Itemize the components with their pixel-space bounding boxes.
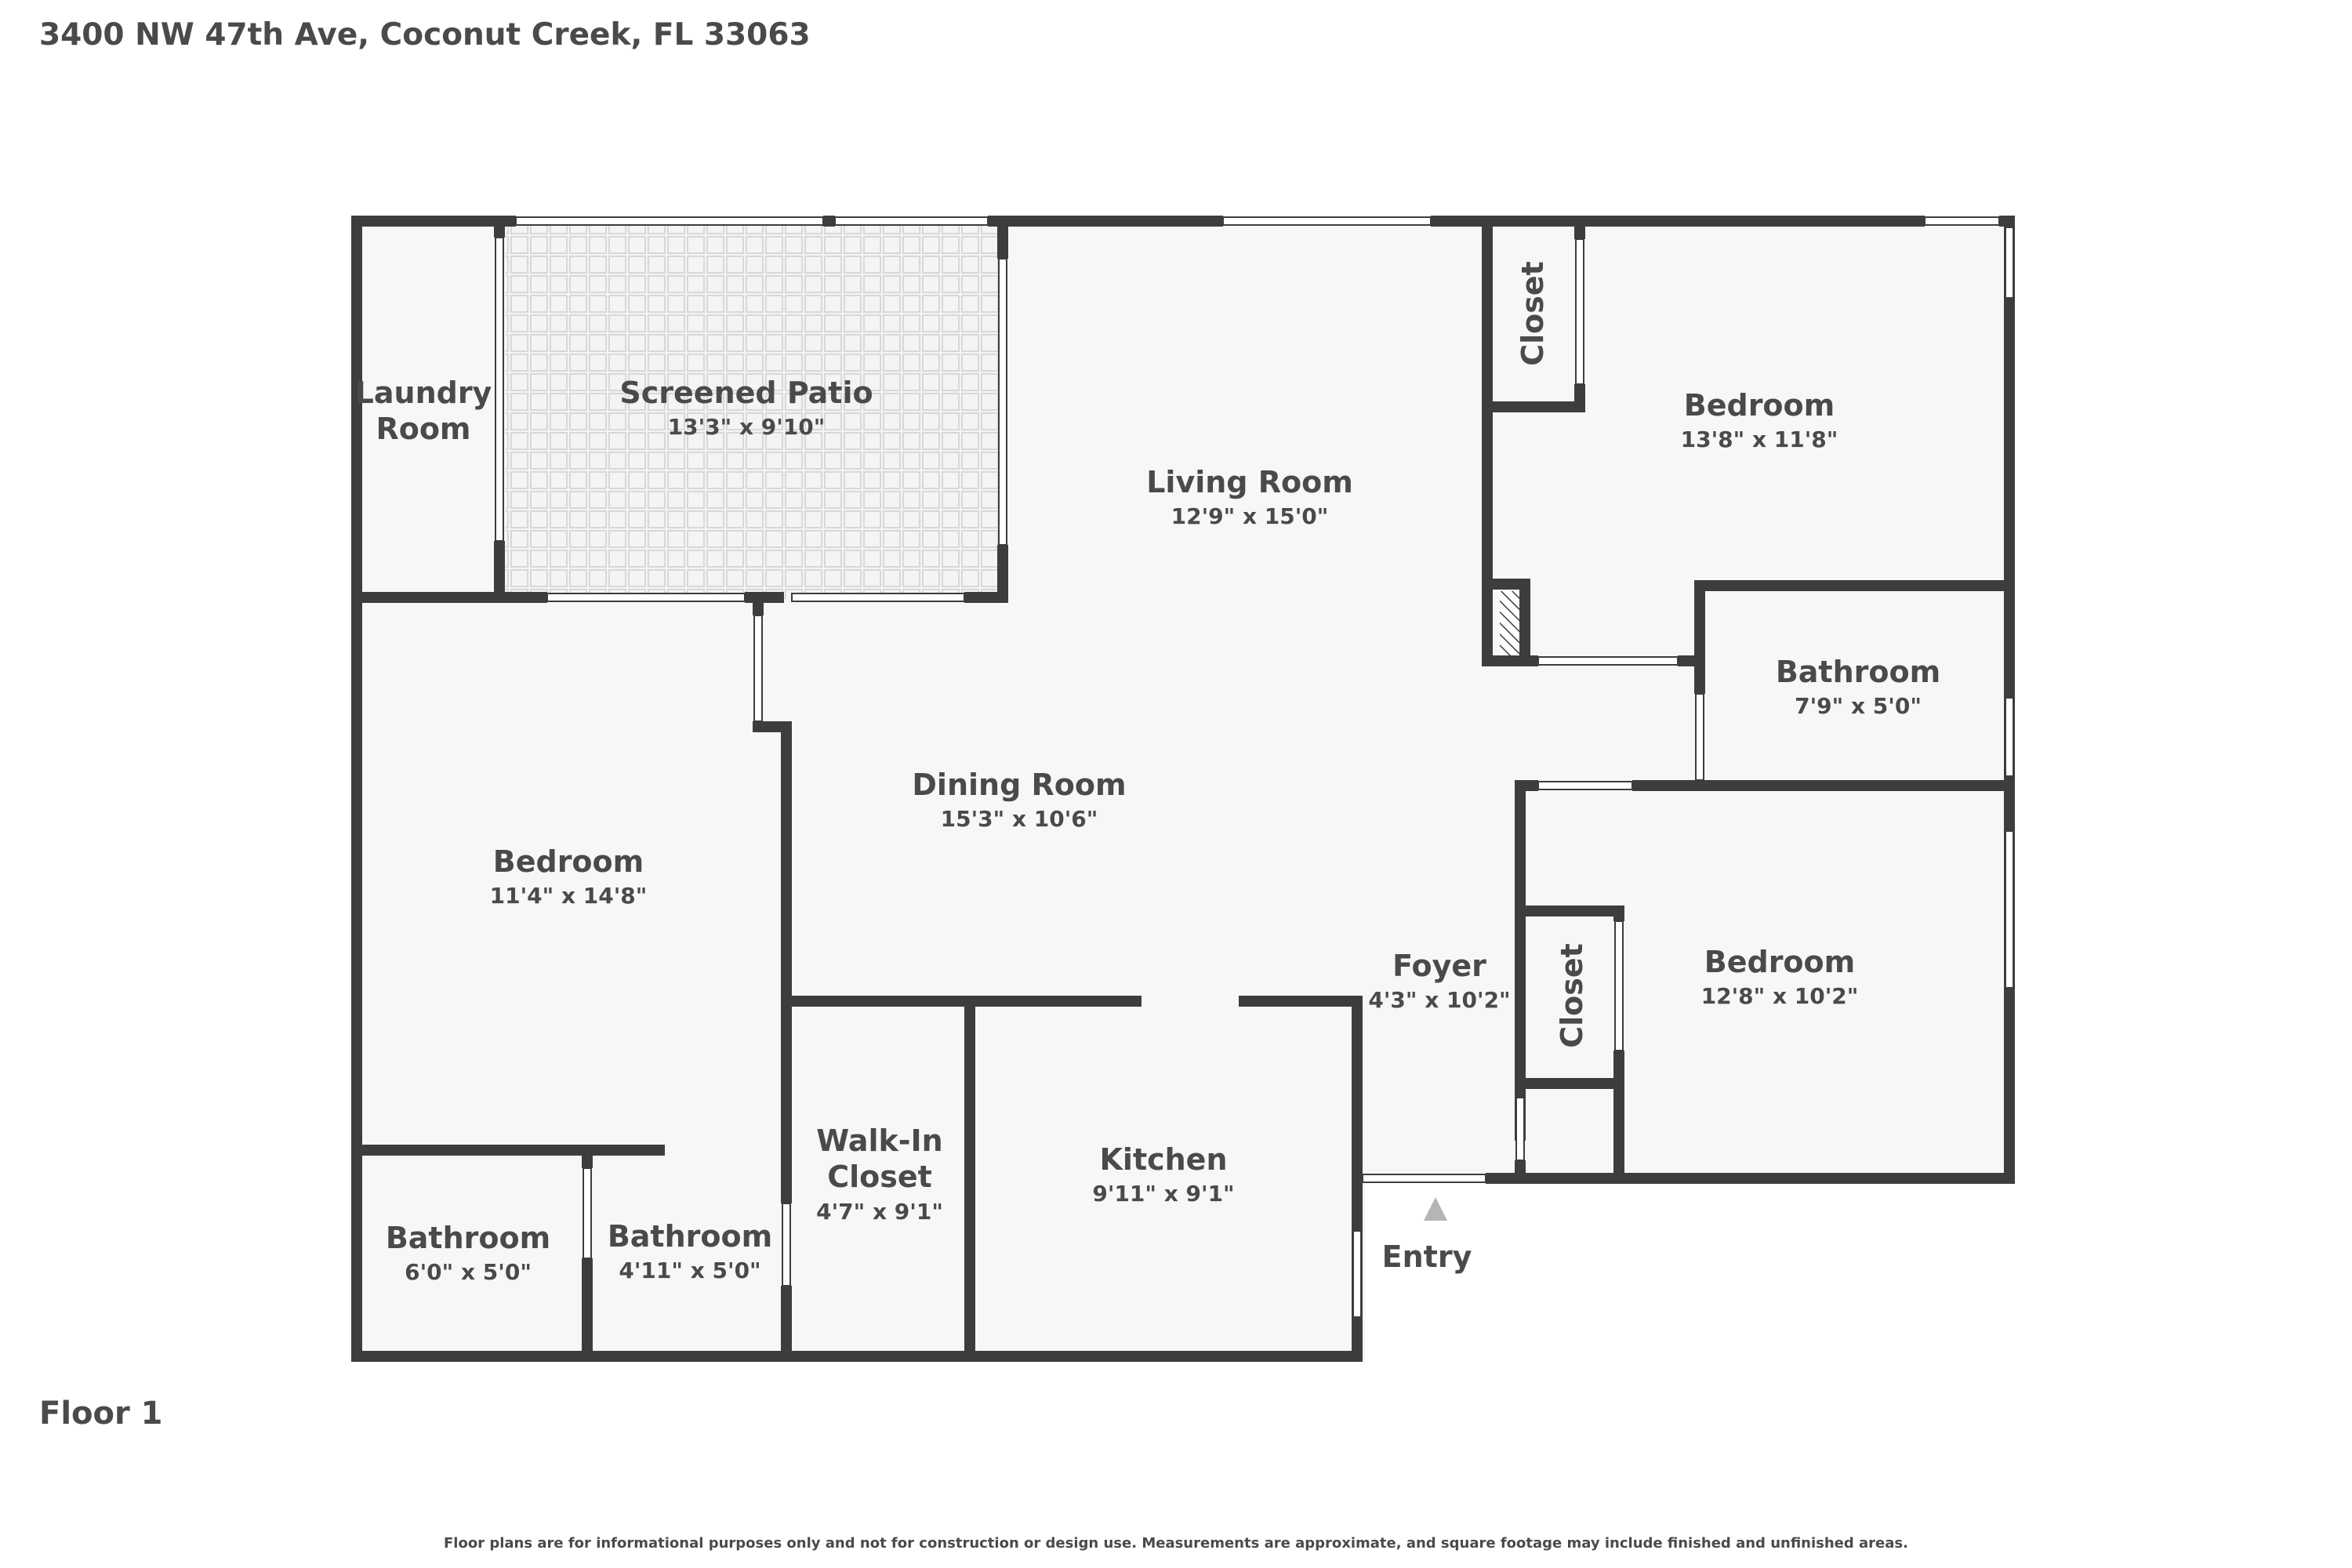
closet-top-label: Closet	[1515, 261, 1550, 366]
kitchen-dims: 9'11" x 9'1"	[1092, 1181, 1234, 1207]
walk-in-closet-label-1: Walk-In	[816, 1123, 942, 1158]
living-room-label: Living Room	[1146, 465, 1353, 499]
dining-room-dims: 15'3" x 10'6"	[941, 806, 1098, 832]
bathroom-bl2-dims: 4'11" x 5'0"	[619, 1258, 760, 1283]
bedroom-left-label: Bedroom	[493, 844, 644, 879]
kitchen-label: Kitchen	[1099, 1142, 1227, 1177]
entry-label: Entry	[1382, 1240, 1472, 1274]
bedroom-bottom-right-label: Bedroom	[1704, 945, 1856, 979]
disclaimer: Floor plans are for informational purpos…	[444, 1535, 1908, 1552]
bathroom-bl2-label: Bathroom	[608, 1219, 772, 1254]
bedroom-top-right-label: Bedroom	[1684, 388, 1835, 423]
bathroom-right-dims: 7'9" x 5'0"	[1795, 693, 1922, 719]
walk-in-closet-dims: 4'7" x 9'1"	[816, 1199, 943, 1225]
bedroom-bottom-right-dims: 12'8" x 10'2"	[1701, 983, 1859, 1009]
exterior-blank	[1366, 1185, 2016, 1389]
living-room-dims: 12'9" x 15'0"	[1171, 503, 1329, 529]
walk-in-closet-label-2: Closet	[827, 1160, 932, 1194]
screened-patio-tiles	[506, 223, 1007, 600]
entry-arrow-icon	[1424, 1197, 1447, 1221]
foyer-label: Foyer	[1392, 949, 1486, 983]
dining-room-label: Dining Room	[912, 768, 1126, 802]
bedroom-top-right-dims: 13'8" x 11'8"	[1681, 426, 1838, 452]
closet-mid-label: Closet	[1555, 943, 1589, 1048]
foyer-dims: 4'3" x 10'2"	[1368, 987, 1510, 1013]
laundry-room-label-2: Room	[376, 412, 470, 446]
bathroom-bl1-label: Bathroom	[386, 1221, 550, 1255]
floor-label: Floor 1	[39, 1396, 163, 1432]
address-title: 3400 NW 47th Ave, Coconut Creek, FL 3306…	[39, 17, 811, 53]
screened-patio-dims: 13'3" x 9'10"	[668, 414, 826, 440]
windows	[495, 216, 2014, 1318]
screened-patio-label: Screened Patio	[619, 376, 873, 410]
bathroom-bl1-dims: 6'0" x 5'0"	[405, 1259, 532, 1285]
bedroom-left-dims: 11'4" x 14'8"	[490, 883, 648, 909]
laundry-room-label-1: Laundry	[355, 376, 492, 410]
bathroom-right-label: Bathroom	[1776, 655, 1940, 689]
hatched-column	[1500, 591, 1520, 655]
